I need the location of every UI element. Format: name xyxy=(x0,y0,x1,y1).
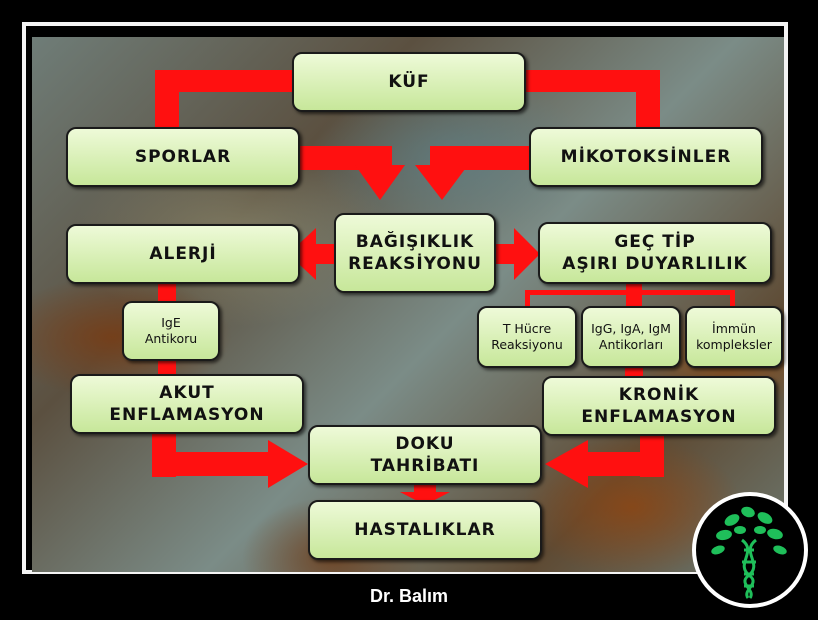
box-bagisiklik-line2: REAKSİYONU xyxy=(348,254,482,274)
arrow-kuf-right-v xyxy=(636,70,660,130)
arrow-alerji-head xyxy=(288,228,316,280)
box-doku-tahribati: DOKU TAHRİBATI xyxy=(308,425,542,485)
box-doku-line2: TAHRİBATI xyxy=(370,456,480,476)
box-ige-line2: Antikoru xyxy=(144,331,198,346)
arrow-akut-head xyxy=(268,440,308,488)
box-ige-antikoru: IgE Antikoru xyxy=(122,301,220,361)
arrow-gectip-shaft xyxy=(494,244,520,264)
box-gec-tip-line2: AŞIRI DUYARLILIK xyxy=(562,254,748,274)
box-t-hucre-line2: Reaksiyonu xyxy=(491,337,563,352)
tree-dna-logo-icon xyxy=(692,492,808,608)
box-mikotoksinler-label: MİKOTOKSİNLER xyxy=(560,147,732,167)
arrow-gectip-branch-2 xyxy=(626,283,642,306)
box-t-hucre: T Hücre Reaksiyonu xyxy=(477,306,577,368)
box-akut-line2: ENFLAMASYON xyxy=(109,405,265,425)
box-immun-kompleksler: İmmün kompleksler xyxy=(685,306,783,368)
arrow-sporlar-head xyxy=(355,165,405,200)
box-kronik-enflamasyon: KRONİK ENFLAMASYON xyxy=(542,376,776,436)
box-ige-line1: IgE xyxy=(161,315,181,330)
box-kuf: KÜF xyxy=(292,52,526,112)
box-kronik-line2: ENFLAMASYON xyxy=(581,407,737,427)
box-mikotoksinler: MİKOTOKSİNLER xyxy=(529,127,763,187)
arrow-kronik-head xyxy=(545,440,588,488)
box-kronik-line1: KRONİK xyxy=(618,385,700,405)
arrow-kuf-left-h xyxy=(155,70,295,92)
box-kuf-label: KÜF xyxy=(388,72,430,92)
arrow-alerji-ige xyxy=(158,284,176,306)
arrow-gectip-head xyxy=(514,228,540,280)
box-alerji-label: ALERJİ xyxy=(149,244,217,264)
arrow-alerji-shaft xyxy=(312,244,338,264)
box-immun-line2: kompleksler xyxy=(696,337,772,352)
box-hastaliklar: HASTALIKLAR xyxy=(308,500,542,560)
box-igg-iga-igm: IgG, IgA, IgM Antikorları xyxy=(581,306,681,368)
box-t-hucre-line1: T Hücre xyxy=(502,321,552,336)
arrow-ige-akut xyxy=(158,360,176,376)
box-akut-line1: AKUT xyxy=(159,383,215,403)
picture-frame xyxy=(22,22,788,574)
arrow-akut-h xyxy=(152,452,272,476)
box-sporlar: SPORLAR xyxy=(66,127,300,187)
arrow-sporlar-v xyxy=(368,146,392,171)
box-hastaliklar-label: HASTALIKLAR xyxy=(354,520,496,540)
box-alerji: ALERJİ xyxy=(66,224,300,284)
arrow-kuf-left-v xyxy=(155,70,179,130)
arrow-mikotoksin-head xyxy=(415,165,468,200)
box-sporlar-label: SPORLAR xyxy=(134,147,232,167)
box-gec-tip: GEÇ TİP AŞIRI DUYARLILIK xyxy=(538,222,772,284)
arrow-gectip-branch-1 xyxy=(525,290,530,306)
box-akut-enflamasyon: AKUT ENFLAMASYON xyxy=(70,374,304,434)
arrow-kronik-h xyxy=(585,452,664,476)
footer-author: Dr. Balım xyxy=(369,586,449,606)
box-bagisiklik-line1: BAĞIŞIKLIK xyxy=(355,232,475,252)
box-gec-tip-line1: GEÇ TİP xyxy=(614,232,696,252)
arrow-sub-kronik xyxy=(625,365,643,379)
box-bagisiklik-reaksiyonu: BAĞIŞIKLIK REAKSİYONU xyxy=(334,213,496,293)
arrow-gectip-branch-3 xyxy=(730,290,735,306)
box-igg-line1: IgG, IgA, IgM xyxy=(591,321,671,336)
arrow-kuf-right-h xyxy=(525,70,660,92)
box-doku-line1: DOKU xyxy=(395,434,455,454)
box-igg-line2: Antikorları xyxy=(598,337,664,352)
arrow-doku-head xyxy=(400,492,450,505)
box-immun-line1: İmmün xyxy=(712,321,756,336)
